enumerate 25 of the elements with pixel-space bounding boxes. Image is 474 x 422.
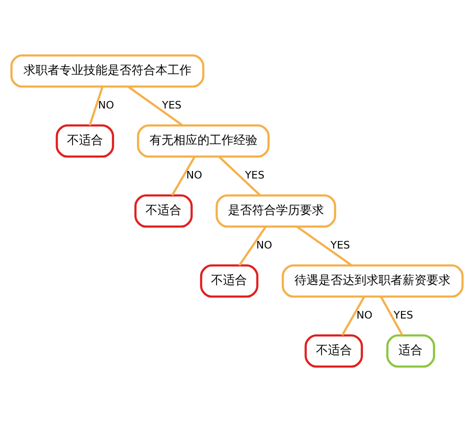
node-box: 是否符合学历要求 [216,194,336,228]
node-box: 有无相应的工作经验 [136,124,270,158]
connector [128,86,184,126]
edge-label: NO [98,100,114,112]
node-box: 不适合 [56,124,114,158]
connector [88,86,104,126]
edge-label: YES [244,170,264,182]
edge-label: YES [394,310,414,322]
connector [341,296,366,336]
edge-label: YES [330,240,350,252]
node-box: 求职者专业技能是否符合本工作 [10,54,204,88]
edge-label: NO [356,310,372,322]
connector [380,296,404,336]
node-box: 不适合 [134,194,193,228]
connector [296,226,352,266]
edge-label: NO [186,170,202,182]
connector [218,156,261,196]
node-box: 适合 [386,334,436,368]
connector [238,226,267,266]
node-box: 待遇是否达到求职者薪资要求 [282,264,464,298]
node-box: 不适合 [304,334,363,368]
edge-label: NO [256,240,272,252]
edge-label: YES [162,100,182,112]
node-box: 不适合 [200,264,258,298]
connector [171,156,196,196]
